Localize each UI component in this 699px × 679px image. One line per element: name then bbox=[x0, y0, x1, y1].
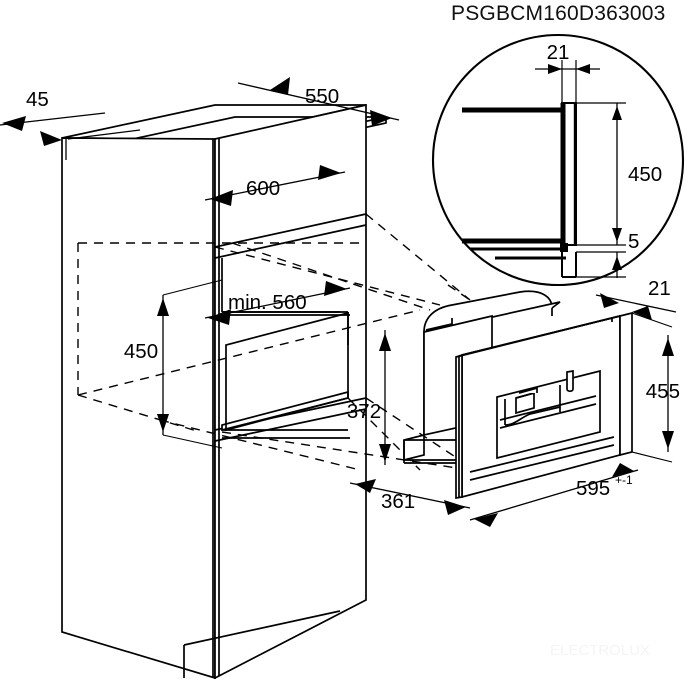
dim-cabinet-600: 600 bbox=[204, 165, 346, 206]
dim-label-front-panel-thickness: 21 bbox=[648, 277, 671, 300]
detail-circle-callout: 21 450 5 bbox=[431, 33, 685, 287]
dim-cabinet-550: 550 bbox=[237, 77, 400, 126]
dim-label-cabinet-width: 600 bbox=[246, 177, 280, 200]
dim-appliance-21: 21 bbox=[595, 277, 677, 320]
dim-label-front-width: 595 bbox=[576, 477, 610, 500]
dim-detail-450: 450 bbox=[612, 103, 662, 245]
dim-detail-21: 21 bbox=[535, 41, 600, 74]
dim-label-niche-height: 450 bbox=[124, 340, 158, 363]
dim-label-body-depth: 361 bbox=[381, 490, 415, 513]
dim-cabinet-450: 450 bbox=[124, 279, 223, 449]
dim-label-cabinet-depth: 550 bbox=[305, 85, 339, 108]
dim-label-front-height: 455 bbox=[646, 380, 680, 403]
dim-label-detail-panel-thickness: 21 bbox=[547, 41, 570, 64]
detail-geometry bbox=[462, 60, 626, 278]
cabinet-outline bbox=[61, 103, 387, 679]
dim-label-detail-panel-height: 450 bbox=[628, 163, 662, 186]
dim-cabinet-min560: min. 560 bbox=[204, 281, 351, 325]
dim-appliance-455: 455 bbox=[631, 312, 680, 463]
detail-circle-boundary bbox=[431, 33, 685, 287]
watermark: ELECTROLUX bbox=[550, 642, 650, 659]
dim-detail-5: 5 bbox=[612, 230, 639, 278]
dim-appliance-361: 361 bbox=[349, 479, 471, 515]
dim-appliance-372: 372 bbox=[347, 330, 391, 465]
appliance-assembly bbox=[403, 290, 633, 500]
dim-label-plinth-gap: 45 bbox=[26, 88, 49, 111]
dim-label-front-width-tolerance: +-1 bbox=[615, 473, 633, 487]
page-title: PSGBCM160D363003 bbox=[451, 2, 666, 25]
dim-appliance-595: 595 +-1 bbox=[469, 463, 639, 527]
dim-cabinet-45: 45 bbox=[0, 88, 141, 160]
dim-label-niche-min-depth: min. 560 bbox=[228, 291, 307, 314]
dim-label-detail-bottom-clearance: 5 bbox=[628, 230, 639, 253]
dim-label-appliance-body-height: 372 bbox=[347, 400, 381, 423]
